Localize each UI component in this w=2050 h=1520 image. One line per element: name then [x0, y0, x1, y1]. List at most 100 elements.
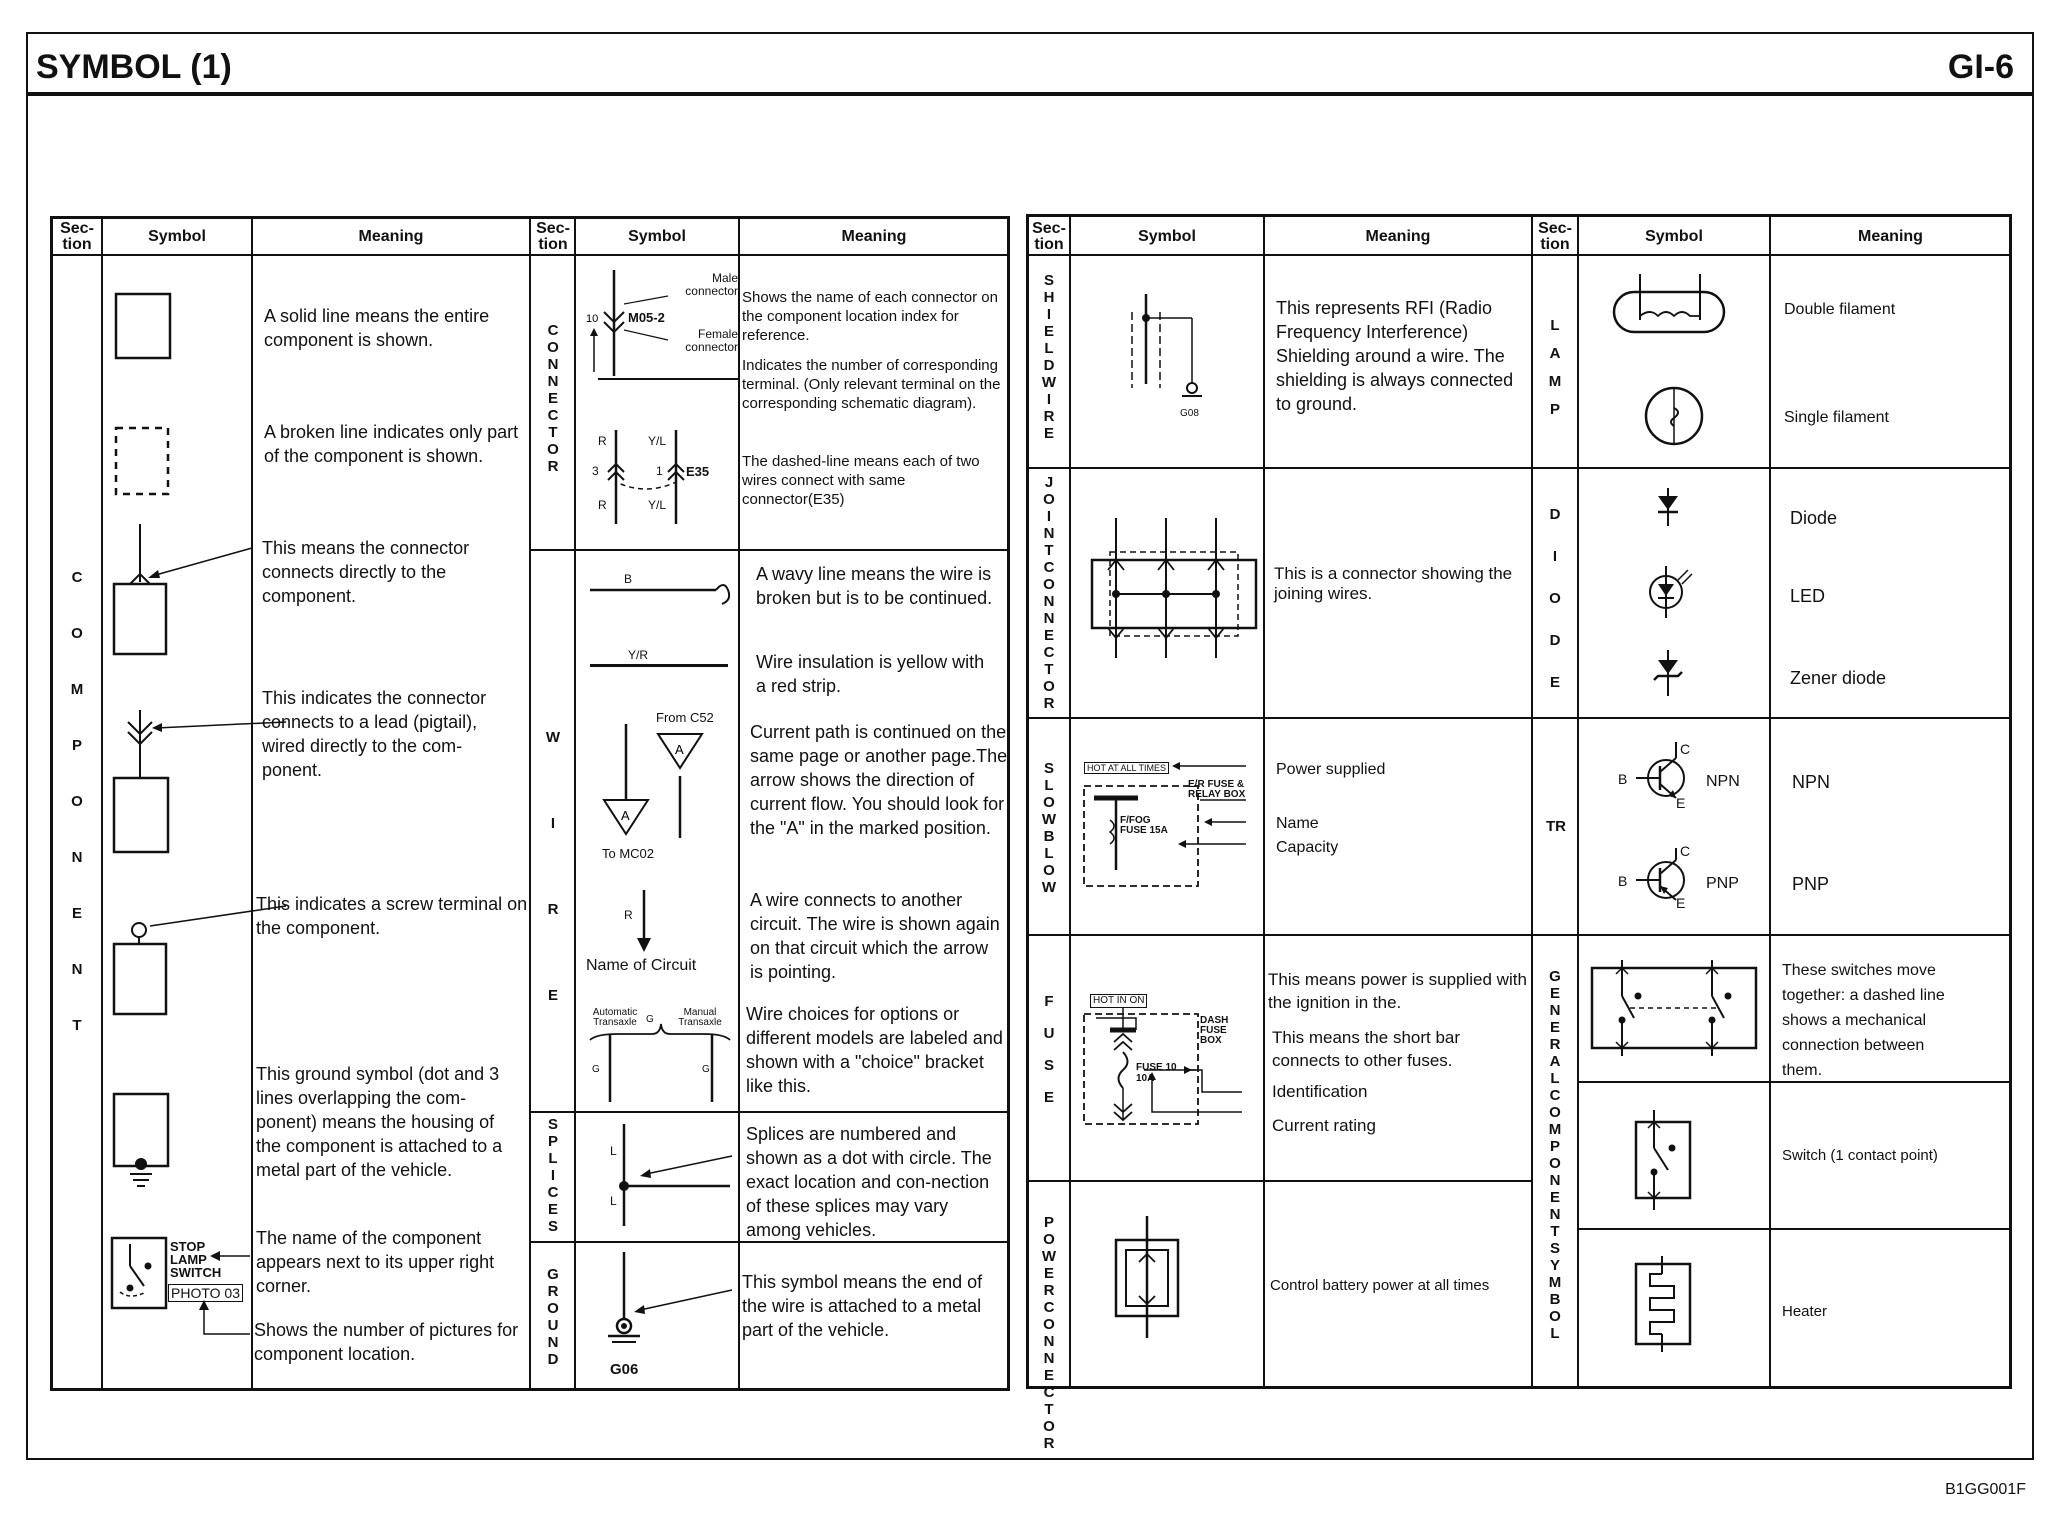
column-header-section-text: Sec- tion: [1538, 220, 1572, 253]
sym-from: From C52: [656, 710, 714, 725]
sym-wire-yr: Y/R: [628, 648, 649, 662]
section-letter: O: [1043, 576, 1055, 593]
divider: [1579, 1081, 2010, 1083]
section-letter: I: [1552, 548, 1558, 565]
section-letter: O: [547, 441, 559, 458]
section-letter: L: [548, 1150, 558, 1167]
section-letter: S: [1043, 272, 1054, 289]
meaning-splices: Splices are numbered and shown as a dot …: [746, 1124, 992, 1240]
document-code: B1GG001F: [1945, 1481, 2026, 1498]
led-icon: [1649, 566, 1693, 618]
section-letter: W: [1041, 879, 1057, 896]
left-symbol-table: [50, 216, 1010, 1391]
label-lamp: LAMP: [170, 1252, 207, 1267]
divider: [598, 378, 738, 380]
column-header-meaning: Meaning: [358, 228, 424, 245]
diode-icon: [1658, 488, 1678, 526]
meaning-identification: Identification: [1272, 1082, 1368, 1101]
right-symbol-table: [1026, 214, 2012, 1389]
section-letter: O: [547, 1300, 559, 1317]
section-letter: I: [550, 815, 556, 832]
ganged-switches-icon: [1590, 960, 1758, 1056]
divider: [1531, 216, 1533, 1387]
section-letter: N: [1549, 1206, 1561, 1223]
section-letter: E: [71, 905, 82, 922]
section-letter: P: [1043, 1214, 1054, 1231]
sym-g08: G08: [1180, 408, 1199, 419]
wire-yr-line: [590, 664, 728, 667]
page-number: GI-6: [1947, 48, 2014, 86]
meaning-connector-direct: This means the connector connects direct…: [262, 538, 470, 606]
label-stop: STOP: [170, 1239, 206, 1254]
sym-pnp-b: B: [1618, 873, 1628, 889]
section-letter: N: [71, 849, 83, 866]
section-letter: L: [1550, 1325, 1560, 1342]
section-letter: T: [1044, 542, 1054, 559]
divider: [1769, 216, 1771, 1387]
divider: [1028, 1180, 1532, 1182]
section-letter: O: [1549, 590, 1561, 607]
single-filament-icon: [1644, 386, 1704, 446]
section-letter: D: [1043, 357, 1055, 374]
meaning-zener: Zener diode: [1790, 668, 1887, 688]
divider: [531, 549, 1008, 551]
named-switch-symbol: [110, 1236, 168, 1310]
column-header-meaning: Meaning: [1365, 228, 1431, 245]
power-connector-symbol: [1114, 1216, 1180, 1338]
section-letter: E: [1549, 1189, 1560, 1206]
column-header-symbol: Symbol: [148, 228, 206, 245]
section-tr: TR: [1538, 818, 1574, 835]
section-letter: C: [1043, 559, 1055, 576]
meaning-short-bar: This means the short bar connects to oth…: [1272, 1028, 1461, 1070]
zener-diode-icon: [1653, 650, 1683, 696]
sym-pnp-e: E: [1676, 895, 1686, 911]
section-letter: G: [1549, 968, 1561, 985]
splice-symbol: [619, 1124, 733, 1226]
meaning-power-supplied: Power supplied: [1276, 761, 1386, 778]
divider: [529, 218, 531, 1389]
section-letter: S: [1043, 1057, 1054, 1074]
section-letter: N: [547, 373, 559, 390]
meaning-choices: Wire choices for options or different mo…: [746, 1004, 1003, 1096]
sym-yl-top: Y/L: [648, 434, 667, 448]
section-letter: M: [1548, 1274, 1562, 1291]
section-letter: O: [1549, 1308, 1561, 1325]
meaning-screw-terminal: This indicates a screw terminal on the c…: [256, 894, 528, 938]
sym-1: 1: [656, 464, 663, 478]
section-letter: N: [1043, 1350, 1055, 1367]
section-letter: I: [1046, 391, 1052, 408]
section-letter: N: [1549, 1002, 1561, 1019]
meaning-double-filament: Double filament: [1784, 301, 1896, 318]
section-letter: B: [1549, 1291, 1561, 1308]
section-letter: O: [1043, 1231, 1055, 1248]
section-letter: N: [1043, 610, 1055, 627]
section-letter: C: [547, 1184, 559, 1201]
sym-npn-e: E: [1676, 795, 1686, 811]
sym-wire-b: B: [624, 572, 633, 586]
heater-icon: [1634, 1256, 1692, 1352]
section-letter: D: [1549, 632, 1561, 649]
section-letter: L: [1550, 1070, 1560, 1087]
section-letter: A: [1549, 1053, 1561, 1070]
section-letter: R: [1549, 1036, 1561, 1053]
section-letter: M: [1548, 1121, 1562, 1138]
section-letter: N: [71, 961, 83, 978]
sym-fuse-box: DASH FUSE BOX: [1200, 1015, 1229, 1046]
sym-slow-box: E/R FUSE & RELAY BOX: [1188, 779, 1246, 800]
meaning-connector-name: Shows the name of each connector on the …: [742, 289, 998, 344]
section-letter: R: [1043, 1435, 1055, 1452]
meaning-pnp: PNP: [1792, 874, 1830, 894]
meaning-connects-another: A wire connects to another circuit. The …: [750, 890, 1000, 982]
screw-terminal-symbol: [112, 905, 287, 1016]
ground-end-symbol: [608, 1252, 733, 1343]
sym-to: To MC02: [602, 846, 655, 861]
section-letter: S: [1549, 1240, 1560, 1257]
meaning-switch-one: Switch (1 contact point): [1782, 1147, 1938, 1164]
section-letter: I: [550, 1167, 556, 1184]
divider: [531, 1241, 1008, 1243]
section-letter: O: [1043, 1316, 1055, 1333]
